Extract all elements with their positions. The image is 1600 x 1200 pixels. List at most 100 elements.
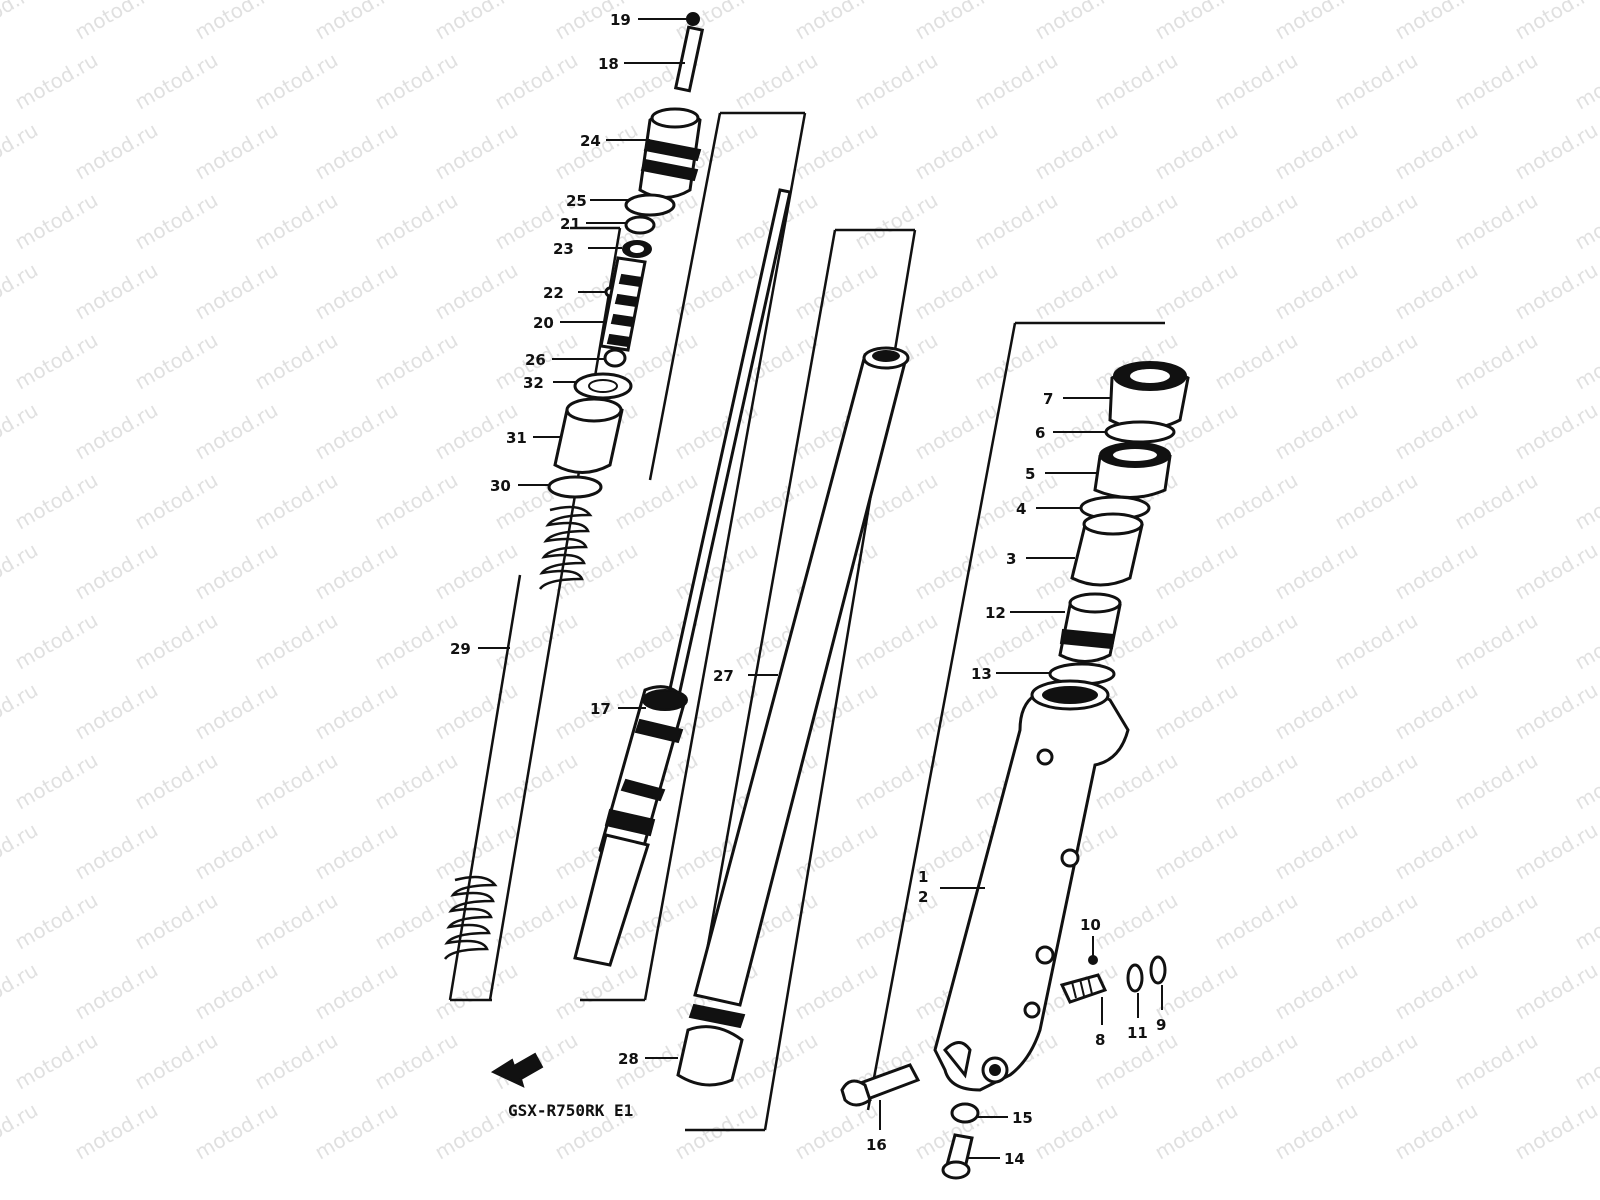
watermark-text: motod.ru xyxy=(311,0,402,44)
watermark-text: motod.ru xyxy=(71,0,162,44)
watermark-text: motod.ru xyxy=(671,538,762,605)
label-29: 29 xyxy=(450,640,471,658)
watermark-text: motod.ru xyxy=(1091,888,1182,955)
watermark-text: motod.ru xyxy=(1271,0,1362,44)
watermark-text: motod.ru xyxy=(491,748,582,815)
watermark-text: motod.ru xyxy=(0,0,42,44)
front-direction-arrow-icon xyxy=(490,1052,544,1088)
watermark-text: motod.ru xyxy=(1511,538,1600,605)
watermark-text: motod.ru xyxy=(0,1098,42,1165)
part-29-spring-lower xyxy=(443,875,498,960)
part-8-adjuster-screw xyxy=(1059,973,1108,1004)
watermark-text: motod.ru xyxy=(1511,0,1600,44)
part-30-washer xyxy=(547,475,603,499)
part-19-cap xyxy=(686,12,700,26)
watermark-text: motod.ru xyxy=(911,118,1002,185)
watermark-text: motod.ru xyxy=(1271,1098,1362,1165)
watermark-text: motod.ru xyxy=(311,538,402,605)
label-24: 24 xyxy=(580,132,601,150)
watermark-text: motod.ru xyxy=(1031,0,1122,44)
label-9: 9 xyxy=(1156,1016,1166,1034)
watermark-text: motod.ru xyxy=(851,48,942,115)
seal-stack-parts xyxy=(1070,361,1190,587)
watermark-text: motod.ru xyxy=(431,958,522,1025)
damper-rod-box xyxy=(580,111,807,1002)
watermark-text: motod.ru xyxy=(11,48,102,115)
watermark-text: motod.ru xyxy=(1391,818,1482,885)
watermark-text: motod.ru xyxy=(431,818,522,885)
watermark-text: motod.ru xyxy=(1151,818,1242,885)
watermark-text: motod.ru xyxy=(971,328,1062,395)
watermark-text: motod.ru xyxy=(371,328,462,395)
watermark-text: motod.ru xyxy=(1451,748,1542,815)
watermark-text: motod.ru xyxy=(1271,538,1362,605)
watermark-text: motod.ru xyxy=(1391,258,1482,325)
watermark-text: motod.ru xyxy=(431,538,522,605)
label-22: 22 xyxy=(543,284,564,302)
watermark-text: motod.ru xyxy=(1571,1028,1600,1095)
watermark-text: motod.ru xyxy=(0,538,42,605)
watermark-text: motod.ru xyxy=(1331,468,1422,535)
spacer-and-spring-parts xyxy=(443,397,624,960)
watermark-text: motod.ru xyxy=(1151,0,1242,44)
part-labels: 19 18 24 25 21 23 22 20 26 32 31 30 29 1… xyxy=(450,11,1166,1168)
watermark-text: motod.ru xyxy=(551,118,642,185)
watermark-text: motod.ru xyxy=(1331,188,1422,255)
label-30: 30 xyxy=(490,477,511,495)
part-18-adjuster xyxy=(673,25,705,93)
part-27-inner-tube xyxy=(676,346,910,1087)
watermark-text: motod.ru xyxy=(191,678,282,745)
watermark-text: motod.ru xyxy=(311,118,402,185)
watermark-text: motod.ru xyxy=(191,258,282,325)
watermark-text: motod.ru xyxy=(371,888,462,955)
watermark-text: motod.ru xyxy=(191,0,282,44)
watermark-text: motod.ru xyxy=(251,468,342,535)
watermark-text: motod.ru xyxy=(251,608,342,675)
watermark-text: motod.ru xyxy=(131,888,222,955)
watermark-text: motod.ru xyxy=(1151,1098,1242,1165)
watermark-text: motod.ru xyxy=(1271,678,1362,745)
watermark-text: motod.ru xyxy=(1451,188,1542,255)
watermark-text: motod.ru xyxy=(1571,888,1600,955)
watermark-text: motod.ru xyxy=(1211,1028,1302,1095)
part-28-bushing xyxy=(676,1025,744,1087)
watermark-text: motod.ru xyxy=(1271,818,1362,885)
watermark-text: motod.ru xyxy=(611,468,702,535)
watermark-text: motod.ru xyxy=(0,118,42,185)
part-11-washer xyxy=(1126,963,1144,993)
watermark-text: motod.ru xyxy=(1571,748,1600,815)
watermark-text: motod.ru xyxy=(1391,118,1482,185)
watermark-text: motod.ru xyxy=(1211,608,1302,675)
part-6-clip xyxy=(1104,420,1176,444)
watermark-text: motod.ru xyxy=(971,48,1062,115)
watermark-text: motod.ru xyxy=(311,678,402,745)
label-14: 14 xyxy=(1004,1150,1025,1168)
watermark-text: motod.ru xyxy=(1211,328,1302,395)
watermark-text: motod.ru xyxy=(1511,258,1600,325)
watermark-text: motod.ru xyxy=(791,118,882,185)
part-1-outer-tube xyxy=(933,679,1130,1092)
watermark-text: motod.ru xyxy=(71,1098,162,1165)
watermark-text: motod.ru xyxy=(371,608,462,675)
part-26-nut xyxy=(603,348,627,368)
watermark-text: motod.ru xyxy=(71,398,162,465)
label-25: 25 xyxy=(566,192,587,210)
watermark-text: motod.ru xyxy=(191,398,282,465)
watermark-text: motod.ru xyxy=(791,818,882,885)
watermark-text: motod.ru xyxy=(1331,48,1422,115)
watermark-text: motod.ru xyxy=(311,398,402,465)
part-21-washer xyxy=(624,215,656,235)
watermark-text: motod.ru xyxy=(71,958,162,1025)
watermark-text: motod.ru xyxy=(1391,958,1482,1025)
watermark-text: motod.ru xyxy=(1331,748,1422,815)
watermark-text: motod.ru xyxy=(1451,888,1542,955)
label-2: 2 xyxy=(918,888,928,906)
watermark-text: motod.ru xyxy=(11,1028,102,1095)
watermark-text: motod.ru xyxy=(1151,118,1242,185)
watermark-text: motod.ru xyxy=(671,0,762,44)
watermark-text: motod.ru xyxy=(131,328,222,395)
watermark-text: motod.ru xyxy=(251,1028,342,1095)
watermark-text: motod.ru xyxy=(11,748,102,815)
watermark-text: motod.ru xyxy=(1031,258,1122,325)
